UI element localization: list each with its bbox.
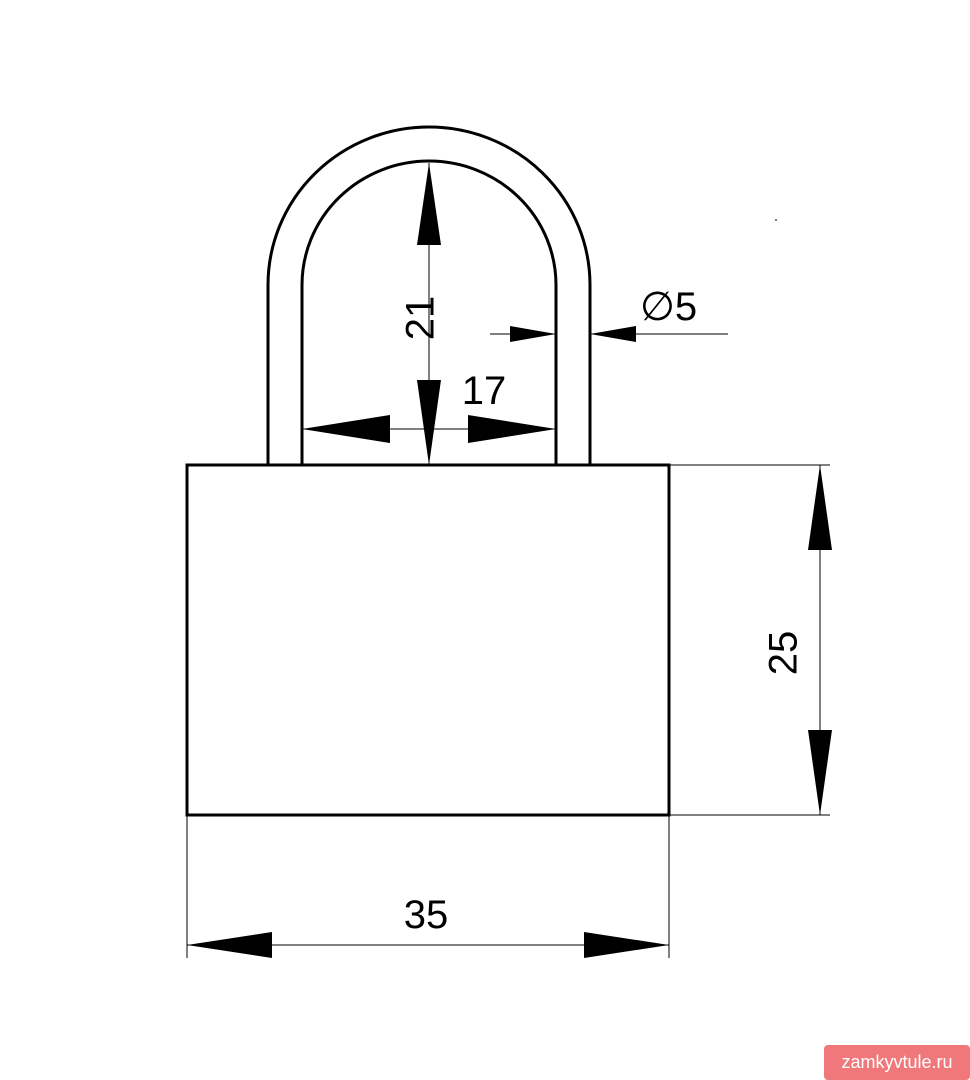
dimension-label-25: 25 bbox=[762, 631, 806, 676]
shackle-outer bbox=[266, 125, 592, 465]
dimension-body-width: 35 bbox=[186, 815, 670, 958]
dimension-body-height: 25 bbox=[669, 464, 832, 816]
shackle-inner bbox=[300, 159, 558, 465]
watermark-text: zamkyvtule.ru bbox=[841, 1052, 953, 1072]
stray-dot bbox=[775, 219, 777, 221]
dimension-label-21: 21 bbox=[399, 296, 443, 341]
watermark-badge[interactable]: zamkyvtule.ru bbox=[824, 1045, 970, 1080]
padlock-body bbox=[185, 463, 671, 817]
dimension-shackle-diameter: ∅5 bbox=[490, 285, 728, 342]
dimension-shackle-height: 21 bbox=[399, 163, 443, 465]
dimension-label-17: 17 bbox=[462, 369, 507, 413]
dimension-label-35: 35 bbox=[404, 893, 449, 937]
dimension-label-diameter: ∅5 bbox=[640, 285, 697, 329]
dimension-shackle-width: 17 bbox=[302, 369, 556, 443]
